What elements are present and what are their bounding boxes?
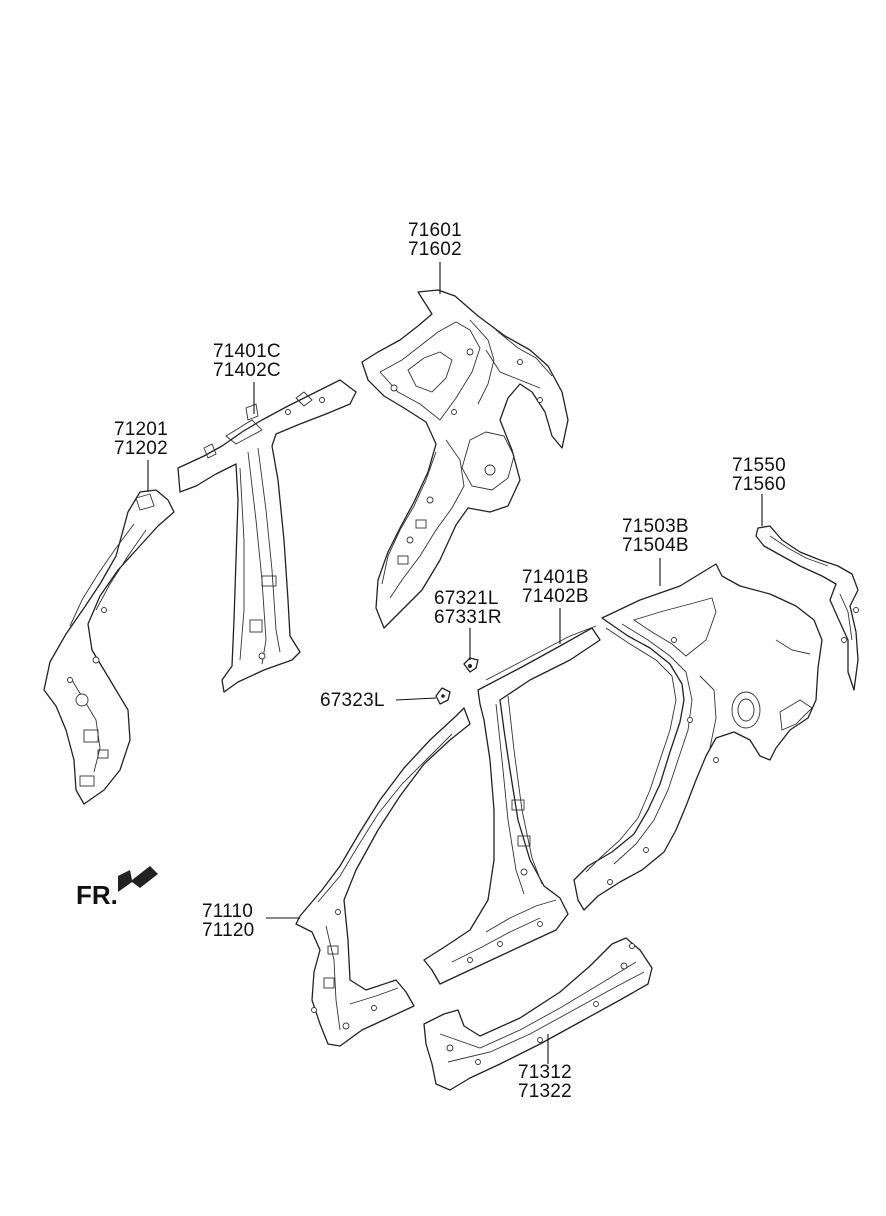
part-code: 71202	[114, 438, 168, 459]
label-71550: 71550 71560	[732, 456, 786, 494]
part-code: 71550	[732, 455, 786, 476]
quarter-extension[interactable]	[755, 525, 859, 691]
part-code: 67321L	[434, 588, 499, 609]
clip-67321[interactable]	[463, 657, 479, 673]
label-71401b: 71401B 71402B	[522, 568, 589, 606]
part-code: 71601	[408, 220, 462, 241]
part-code: 71503B	[622, 516, 689, 537]
center-pillar-outer[interactable]	[423, 625, 601, 985]
label-71601: 71601 71602	[408, 221, 462, 259]
label-67321: 67321L 67331R	[434, 589, 502, 627]
label-67323: 67323L	[320, 691, 385, 710]
side-sill[interactable]	[423, 937, 653, 1091]
front-pillar-inner[interactable]	[43, 489, 175, 805]
part-code: 71110	[202, 901, 254, 922]
inner-center-pillar[interactable]	[177, 379, 357, 693]
label-71110: 71110 71120	[202, 902, 254, 940]
part-code: 71201	[114, 419, 168, 440]
part-code: 71504B	[622, 535, 689, 556]
front-direction-arrow-icon	[118, 866, 158, 892]
front-side-outer[interactable]	[295, 707, 471, 1047]
part-code: 71401C	[213, 341, 281, 362]
front-direction-label: FR.	[76, 880, 118, 910]
part-code: 67323L	[320, 690, 385, 711]
part-code: 71402C	[213, 360, 281, 381]
quarter-outer-panel[interactable]	[573, 563, 823, 911]
part-code: 71402B	[522, 586, 589, 607]
leader-lines	[147, 262, 763, 1064]
label-71312: 71312 71322	[518, 1063, 572, 1101]
label-71503b: 71503B 71504B	[622, 517, 689, 555]
part-code: 71560	[732, 474, 786, 495]
part-code: 71401B	[522, 567, 589, 588]
part-code: 71312	[518, 1062, 572, 1083]
label-71401c: 71401C 71402C	[213, 342, 281, 380]
label-71201: 71201 71202	[114, 420, 168, 458]
part-code: 71322	[518, 1081, 572, 1102]
part-code: 71120	[202, 920, 255, 941]
part-code: 71602	[408, 239, 462, 260]
bracket-67323[interactable]	[435, 687, 451, 705]
quarter-inner-panel[interactable]	[361, 289, 569, 629]
part-code: 67331R	[434, 607, 502, 628]
